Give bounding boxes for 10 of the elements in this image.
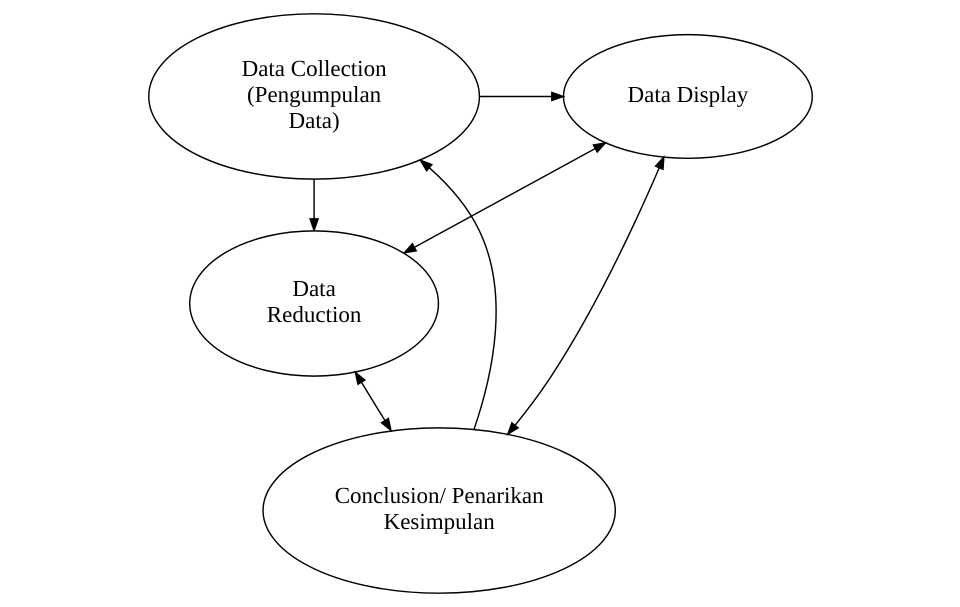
node-ellipse: Data Collection (Pengumpulan Data) xyxy=(148,13,480,180)
arrow xyxy=(418,158,496,430)
arrow xyxy=(402,142,607,254)
arrow xyxy=(354,370,392,432)
arrow xyxy=(308,179,319,232)
node-ellipse: Data Display xyxy=(562,34,812,159)
node-ellipse: Conclusion/ Penarikan Kesimpulan xyxy=(262,427,616,594)
node-ellipse: Data Reduction xyxy=(188,230,439,377)
arrow xyxy=(478,91,565,102)
arrow xyxy=(506,155,664,436)
